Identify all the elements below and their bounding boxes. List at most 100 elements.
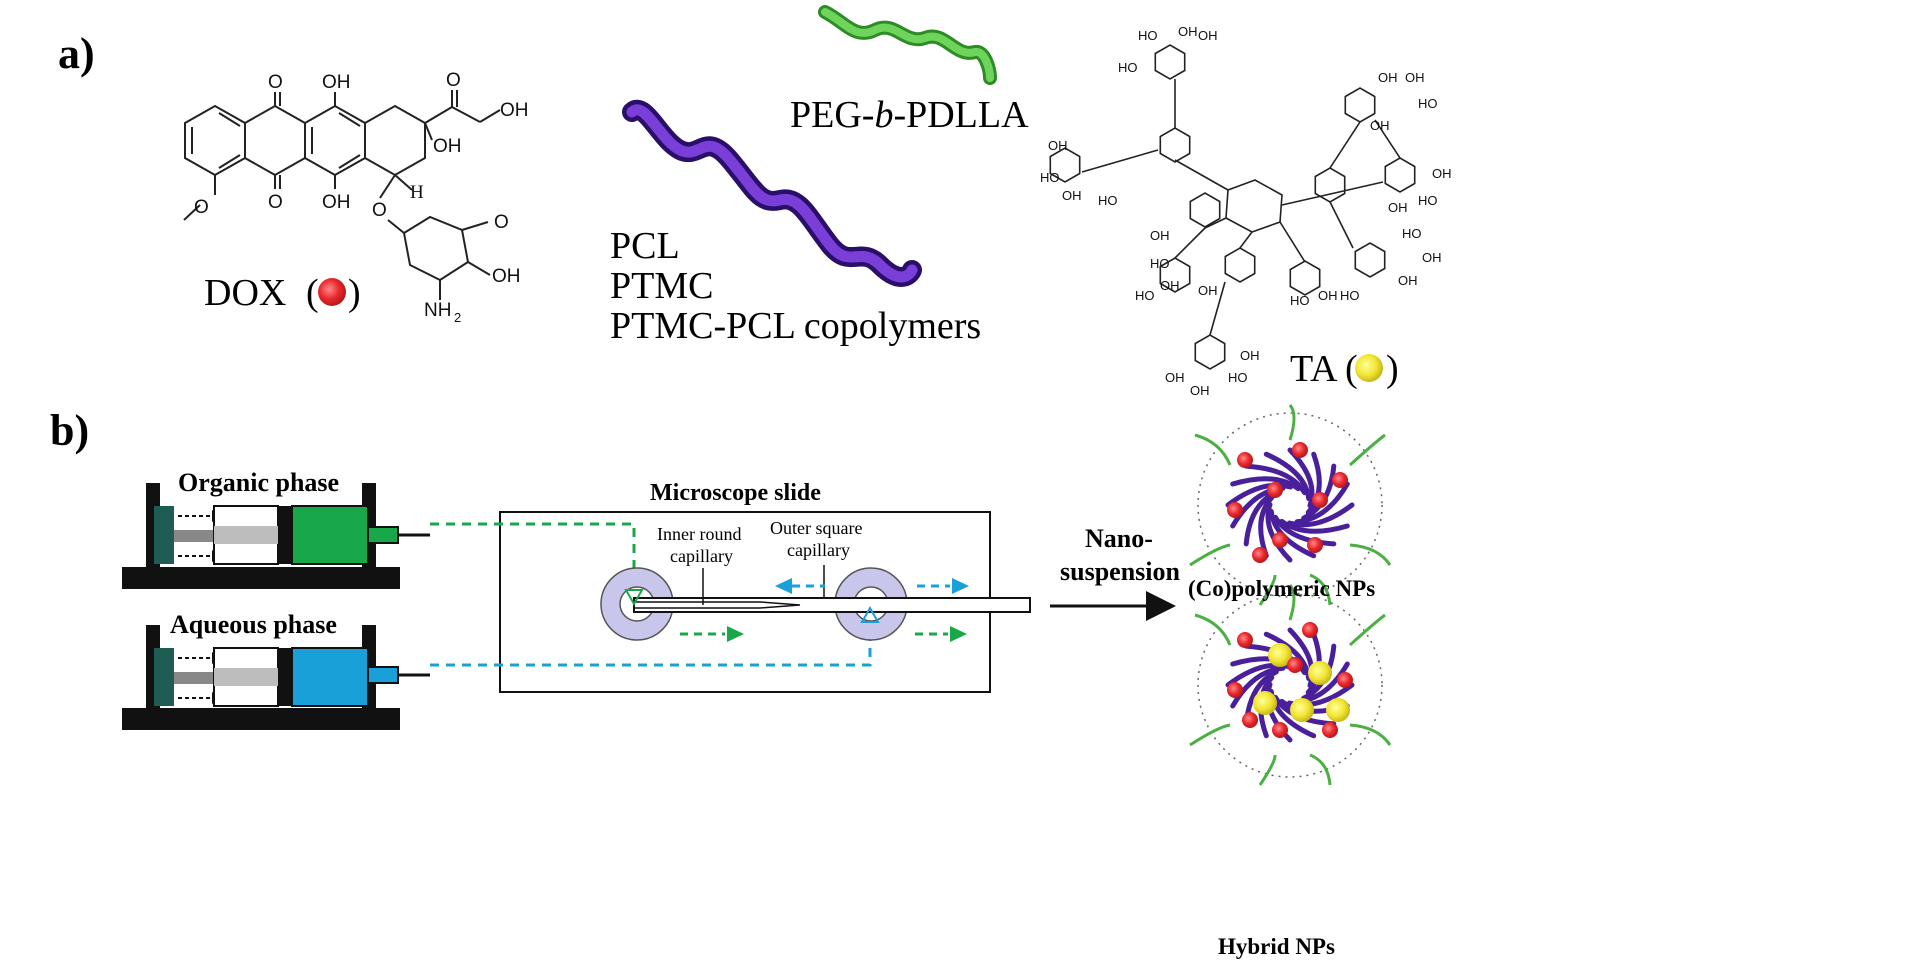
panel-b-label: b) (50, 406, 89, 455)
ta-atom: OH (1398, 273, 1418, 288)
ta-ring (1344, 87, 1376, 123)
ta-atom: OH (1178, 24, 1198, 39)
ta-atom: OH (1198, 28, 1218, 43)
peg-strand (1194, 433, 1232, 466)
dox-particle (1322, 722, 1338, 738)
dox-particle (1267, 482, 1283, 498)
dox-atom: O (446, 70, 461, 91)
ta-atom: OH (1150, 228, 1170, 243)
dox-atom: OH (500, 100, 529, 121)
ta-atom: OH (1198, 283, 1218, 298)
core-strand (1286, 502, 1355, 528)
dox-atom: O (194, 197, 209, 218)
ta-bond (1329, 201, 1354, 249)
svg-text:PEG-b-PDLLA: PEG-b-PDLLA (790, 94, 1029, 136)
outer-square-capillary (633, 597, 1031, 613)
organic-flow-line (430, 522, 636, 585)
dox-particle (1237, 632, 1253, 648)
dox-drug-icon (318, 278, 346, 306)
aqueous-syringe-pump (122, 625, 430, 730)
core-strand (1263, 451, 1312, 502)
polymer-copolymers: PTMC-PCL copolymers (610, 305, 981, 347)
organic-syringe-pump (122, 483, 430, 589)
microscope-slide-label: Microscope slide (650, 480, 821, 506)
peg-strand (1258, 574, 1277, 606)
ta-bond (1209, 281, 1226, 336)
outer-capillary-label-2: capillary (787, 540, 850, 560)
dox-particle (1272, 722, 1288, 738)
core-strand (1294, 481, 1350, 525)
dox-atom: O (372, 200, 387, 221)
ta-atom: HO (1418, 96, 1438, 111)
panel-a-label: a) (58, 29, 95, 78)
ta-bond (1174, 227, 1206, 259)
dox-atom: OH (322, 192, 351, 213)
dox-particle (1227, 502, 1243, 518)
ta-ring (1384, 157, 1416, 193)
ta-bond (1239, 231, 1253, 249)
hybrid-np-illustration (1189, 584, 1392, 786)
peg-chain-icon (818, 5, 997, 85)
dox-name: DOX (204, 272, 286, 314)
peg-label: PEG-b-PDLLA (790, 94, 1029, 136)
flow-arrows (680, 578, 969, 642)
ta-atom: OH (1405, 70, 1425, 85)
inner-capillary-label: Inner round (657, 524, 741, 544)
ta-paren-open: ( (1345, 348, 1358, 390)
peg-strand (1194, 613, 1232, 646)
core-strand (1230, 476, 1301, 492)
inner-capillary-label-2: capillary (670, 546, 733, 566)
dox-atom: OH (433, 136, 462, 157)
core-strand (1265, 502, 1293, 563)
dox-atom-sub: 2 (454, 310, 461, 325)
ta-atom: HO (1135, 288, 1155, 303)
ta-paren-close: ) (1386, 348, 1399, 390)
ta-atom: HO (1340, 288, 1360, 303)
ta-bond (1174, 159, 1229, 191)
hybrid-nps-label: Hybrid NPs (1218, 934, 1335, 959)
peg-strand (1349, 723, 1392, 746)
ta-ring (1159, 127, 1191, 163)
core-strand (1243, 463, 1307, 496)
dox-particle (1302, 622, 1318, 638)
core-strand (1225, 662, 1294, 688)
ta-bond (1081, 149, 1159, 173)
peg-strand (1288, 404, 1296, 441)
dox-atom: OH (322, 72, 351, 93)
core-strand (1263, 631, 1312, 682)
ta-particle (1268, 643, 1292, 667)
polymer-ptmc: PTMC (610, 265, 713, 307)
ta-atom: HO (1150, 256, 1170, 271)
peg-label-italic: b (874, 94, 893, 136)
ta-particle (1308, 661, 1332, 685)
dox-particle (1227, 682, 1243, 698)
dox-particle (1287, 657, 1303, 673)
ta-bond (1329, 121, 1361, 169)
ta-atom: HO (1290, 293, 1310, 308)
ta-atom: OH (1378, 70, 1398, 85)
peg-strand (1189, 723, 1231, 747)
dox-particle (1242, 712, 1258, 728)
inner-round-capillary (634, 601, 801, 609)
aqueous-inlet-marker (860, 605, 880, 623)
core-polymer-chain-highlight (626, 104, 918, 283)
dox-atom: NH (424, 300, 451, 321)
ta-particle (1253, 691, 1277, 715)
ta-ring (1159, 257, 1191, 293)
ta-atom: OH (1388, 200, 1408, 215)
ta-bond (1281, 181, 1384, 206)
dox-particle (1337, 672, 1353, 688)
ta-atom: OH (1370, 118, 1390, 133)
ta-atom: HO (1040, 170, 1060, 185)
ta-particle (1326, 698, 1350, 722)
peg-strand (1348, 433, 1386, 467)
ta-atom: HO (1402, 226, 1422, 241)
ta-ring (1224, 247, 1256, 283)
ta-particle (1290, 698, 1314, 722)
dox-atom: H (410, 182, 424, 203)
peg-label-rest: -PDLLA (893, 94, 1029, 136)
copolymeric-nps-label: (Co)polymeric NPs (1188, 576, 1375, 601)
ta-atom: OH (1048, 138, 1068, 153)
ta-glucose-ring (1225, 179, 1283, 233)
